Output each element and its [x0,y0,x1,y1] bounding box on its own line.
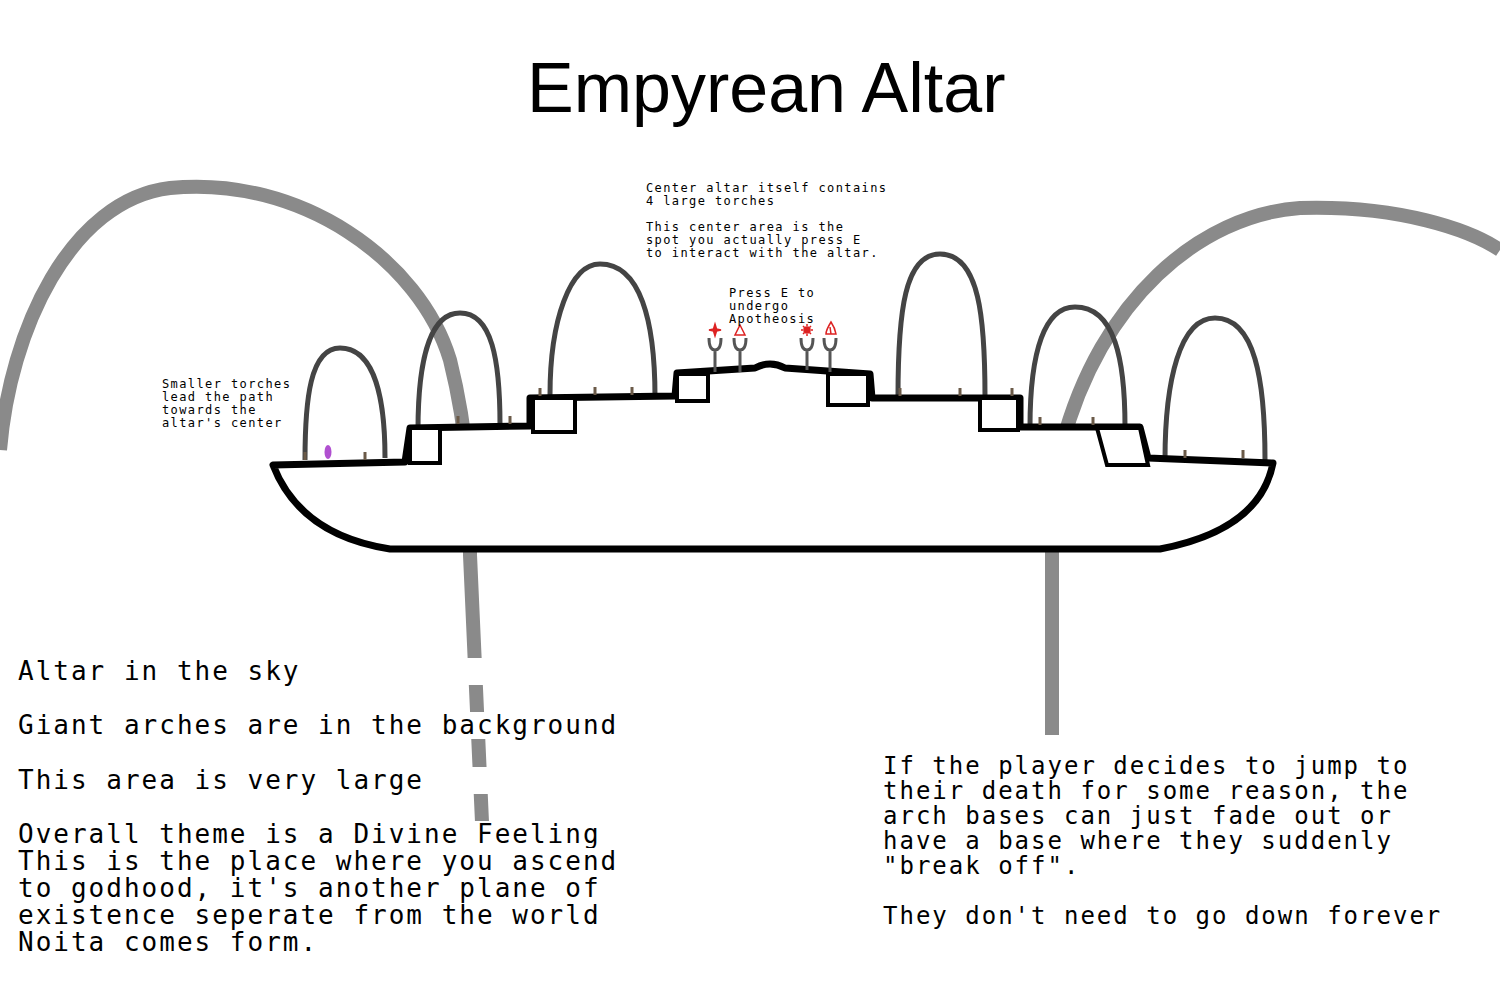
description-note: This is the place where you ascend to go… [18,848,638,956]
design-note: This center area is the spot you actuall… [646,221,886,260]
design-note: If the player decides to jump to their d… [883,754,1443,879]
purple-flame [325,445,332,459]
altar-steps [410,374,1148,465]
small-arch [1030,307,1125,427]
step-block [828,374,868,405]
step-block [1097,428,1148,465]
small-arch [898,254,985,397]
interaction-note: Press E to undergo Apotheosis [729,287,824,326]
page-title: Empyrean Altar [527,48,1006,128]
large-torches [709,338,836,372]
design-note: Center altar itself contains 4 large tor… [646,182,896,208]
description-note: Giant arches are in the background [18,712,638,739]
giant-arches [0,187,1500,822]
step-block [533,398,575,432]
step-block [410,428,440,463]
small-arch [418,313,500,430]
design-note: Smaller torches lead the path towards th… [162,378,297,430]
description-note: Altar in the sky [18,658,638,685]
flame-symbol [826,322,836,334]
design-note: They don't need to go down forever [883,904,1483,929]
step-block [677,374,708,401]
star-symbol [709,324,721,336]
step-block [980,398,1018,430]
small-torches [305,387,1243,460]
sun-symbol [804,327,810,333]
small-arch [550,264,655,397]
small-arch [1165,318,1265,460]
small-arch [305,348,385,460]
right-giant-arch [1062,208,1500,445]
description-note: Overall theme is a Divine Feeling [18,821,638,848]
description-note: This area is very large [18,767,638,794]
triangle-symbol [735,325,745,335]
floating-altar-platform [273,364,1273,549]
